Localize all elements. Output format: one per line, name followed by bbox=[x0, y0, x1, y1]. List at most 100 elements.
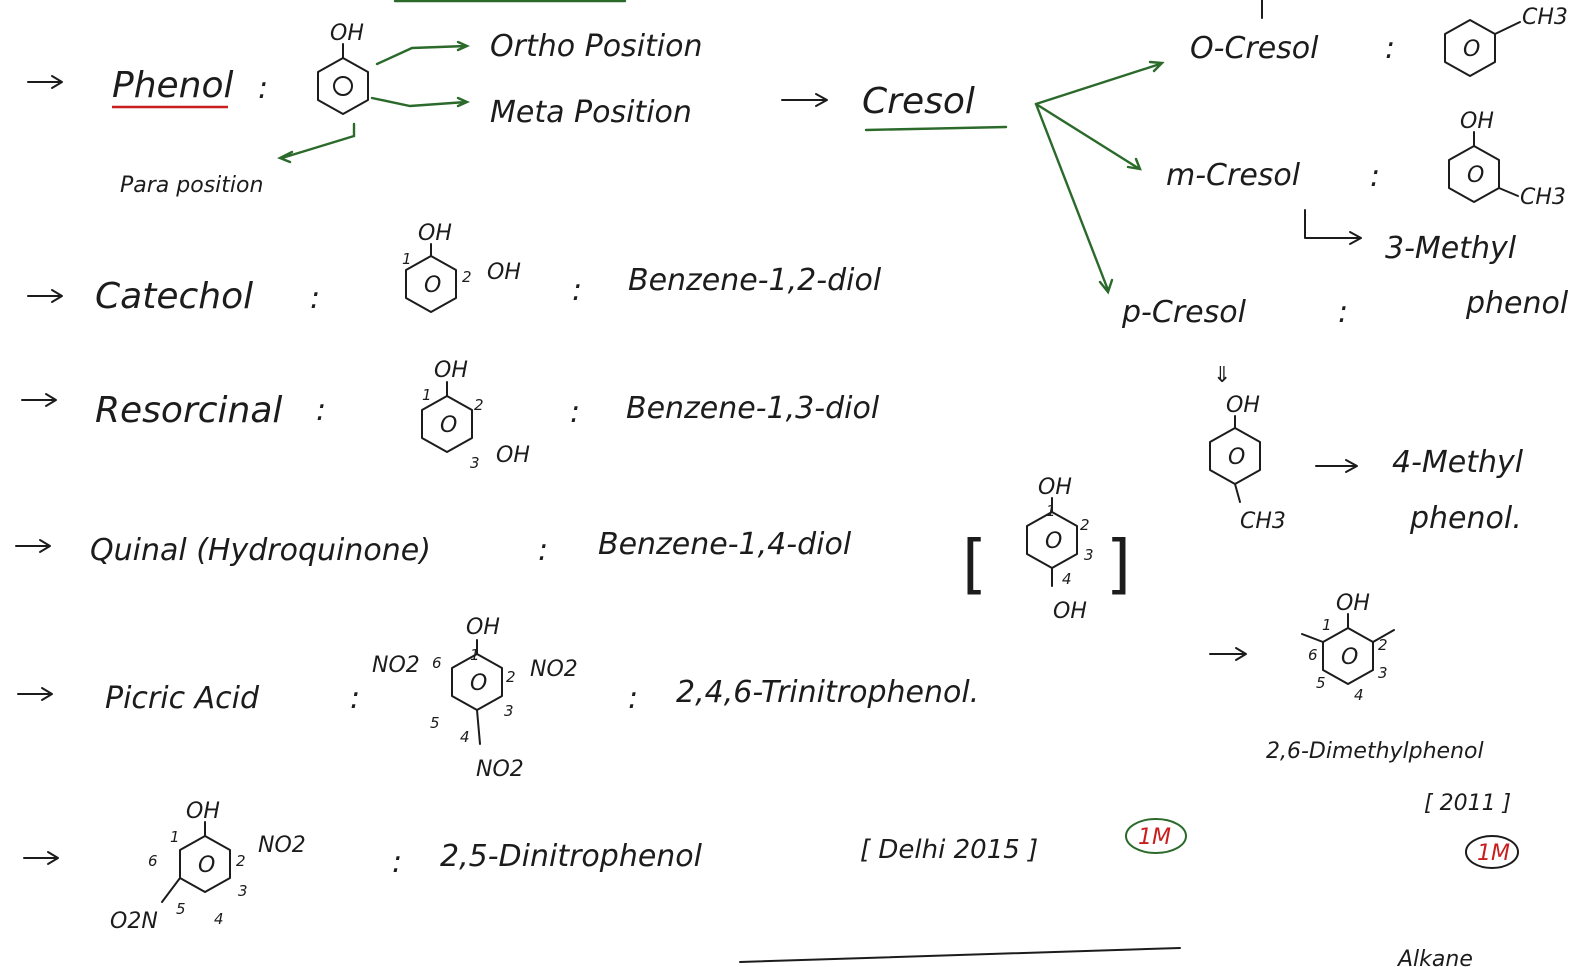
dimethyl-oh: OH bbox=[1336, 591, 1370, 616]
meta-arrow-icon bbox=[370, 96, 470, 108]
quinol-oh-2: OH bbox=[1053, 599, 1087, 624]
quinol-iupac: Benzene-1,4-diol bbox=[598, 527, 852, 562]
cresol-arrow-icon bbox=[781, 93, 828, 107]
picric-oh: OH bbox=[466, 615, 500, 640]
picric-num-5: 5 bbox=[430, 714, 440, 732]
para-label: Para position bbox=[120, 173, 263, 198]
picric-bottom-bond bbox=[476, 709, 481, 745]
dimethyl-marks: 1M bbox=[1477, 841, 1510, 866]
dinitro-ref: [ Delhi 2015 ] bbox=[860, 835, 1038, 865]
resorcinol-iupac: Benzene-1,3-diol bbox=[626, 391, 880, 426]
m-cresol-ring-icon bbox=[1448, 145, 1500, 203]
dimethyl-num-3: 3 bbox=[1378, 664, 1388, 682]
resorcinol-ring: O bbox=[440, 413, 457, 438]
m-cresol-arrow-icon bbox=[1304, 209, 1362, 245]
o-cresol-colon: : bbox=[1385, 31, 1395, 66]
resorcinol-oh-1: OH bbox=[434, 358, 468, 383]
o-cresol-branch-icon bbox=[1034, 60, 1165, 106]
dimethyl-num-6: 6 bbox=[1308, 646, 1318, 664]
picric-num-4: 4 bbox=[460, 728, 470, 746]
quinol-num-1: 1 bbox=[1046, 502, 1056, 520]
o-cresol-ring: O bbox=[1463, 37, 1480, 62]
m-cresol-iupac-2: phenol bbox=[1465, 286, 1569, 321]
m-cresol-ch3: CH3 bbox=[1520, 185, 1566, 210]
phenol-colon: : bbox=[258, 71, 268, 106]
quinol-bracket-right: ] bbox=[1106, 528, 1131, 602]
p-cresol-label: p-Cresol bbox=[1121, 295, 1247, 330]
m-cresol-label: m-Cresol bbox=[1166, 158, 1301, 193]
dinitro-num-6: 6 bbox=[148, 852, 158, 870]
resorcinol-colon-2: : bbox=[570, 395, 580, 430]
quinol-colon: : bbox=[538, 533, 548, 568]
picric-label: Picric Acid bbox=[105, 681, 260, 716]
dinitro-num-3: 3 bbox=[238, 882, 248, 900]
dinitro-left-bond bbox=[161, 877, 181, 903]
o-cresol-bond bbox=[1494, 21, 1521, 35]
phenol-oh: OH bbox=[330, 21, 364, 46]
p-cresol-arrow-icon bbox=[1315, 459, 1358, 473]
meta-label: Meta Position bbox=[490, 95, 692, 130]
p-cresol-ring: O bbox=[1228, 445, 1245, 470]
quinol-oh-1: OH bbox=[1038, 475, 1072, 500]
bullet-arrow-icon bbox=[21, 393, 57, 407]
catechol-oh-1: OH bbox=[418, 221, 452, 246]
catechol-colon: : bbox=[310, 281, 320, 316]
catechol-iupac: Benzene-1,2-diol bbox=[628, 263, 882, 298]
catechol-ring-icon bbox=[405, 255, 457, 313]
p-cresol-branch-icon bbox=[1034, 102, 1114, 295]
phenol-ring-circle bbox=[333, 76, 353, 96]
ortho-arrow-icon bbox=[375, 40, 470, 66]
dinitro-oh: OH bbox=[186, 799, 220, 824]
p-cresol-colon: : bbox=[1338, 295, 1348, 330]
dinitro-num-1: 1 bbox=[170, 828, 180, 846]
dinitro-num-4: 4 bbox=[214, 910, 224, 928]
dimethyl-right-bond bbox=[1372, 629, 1395, 643]
bullet-arrow-icon bbox=[23, 851, 59, 865]
quinol-num-2: 2 bbox=[1080, 516, 1090, 534]
dinitro-marks: 1M bbox=[1138, 825, 1171, 850]
catechol-ring: O bbox=[424, 273, 441, 298]
catechol-num-1: 1 bbox=[402, 250, 412, 268]
catechol-colon-2: : bbox=[572, 273, 582, 308]
quinol-num-4: 4 bbox=[1062, 570, 1072, 588]
picric-no2-bottom: NO2 bbox=[476, 757, 524, 782]
footer-rule bbox=[739, 947, 1181, 963]
m-cresol-oh: OH bbox=[1460, 109, 1494, 134]
p-cresol-iupac-1: 4-Methyl bbox=[1392, 445, 1524, 480]
dimethyl-num-5: 5 bbox=[1316, 674, 1326, 692]
resorcinol-num-2: 2 bbox=[474, 396, 484, 414]
o-cresol-ch3: CH3 bbox=[1522, 5, 1568, 30]
resorcinol-num-3: 3 bbox=[470, 454, 480, 472]
bullet-arrow-icon bbox=[27, 289, 63, 303]
m-cresol-bond bbox=[1498, 187, 1519, 197]
phenol-ring-icon bbox=[317, 57, 369, 115]
picric-num-3: 3 bbox=[504, 702, 514, 720]
catechol-num-2: 2 bbox=[462, 268, 472, 286]
p-cresol-iupac-2: phenol. bbox=[1409, 501, 1522, 536]
dimethyl-num-2: 2 bbox=[1378, 636, 1388, 654]
catechol-oh-2: OH bbox=[487, 260, 521, 285]
cresol-underline bbox=[864, 125, 1008, 132]
dinitro-no2-left: O2N bbox=[110, 909, 158, 934]
m-cresol-colon: : bbox=[1370, 159, 1380, 194]
picric-iupac: 2,4,6-Trinitrophenol. bbox=[676, 675, 979, 710]
o-cresol-label: O-Cresol bbox=[1190, 31, 1319, 66]
catechol-label: Catechol bbox=[95, 276, 253, 317]
phenol-label: Phenol bbox=[112, 65, 234, 106]
dimethyl-ring: O bbox=[1341, 645, 1358, 670]
quinol-num-3: 3 bbox=[1084, 546, 1094, 564]
quinol-label: Quinal (Hydroquinone) bbox=[90, 533, 431, 568]
picric-num-2: 2 bbox=[506, 668, 516, 686]
dimethyl-iupac: 2,6-Dimethylphenol bbox=[1266, 739, 1484, 764]
picric-colon-2: : bbox=[628, 681, 638, 716]
picric-no2-right: NO2 bbox=[530, 657, 578, 682]
dinitro-ring-icon bbox=[179, 835, 231, 893]
resorcinol-label: Resorcinal bbox=[95, 390, 282, 431]
picric-ring: O bbox=[470, 671, 487, 696]
resorcinol-num-1: 1 bbox=[422, 386, 432, 404]
dinitro-iupac: 2,5-Dinitrophenol bbox=[440, 839, 703, 874]
dimethyl-num-1: 1 bbox=[1322, 616, 1332, 634]
picric-colon: : bbox=[350, 681, 360, 716]
